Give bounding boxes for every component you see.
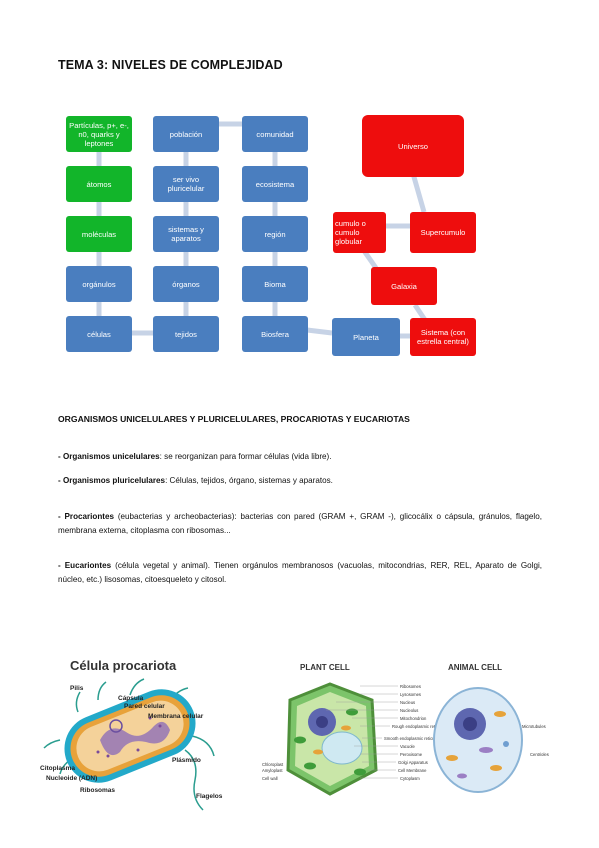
box-particulas-label: Partículas, p+, e-, n0, quarks y leptone… (69, 120, 129, 148)
box-universo-label: Universo (398, 141, 428, 151)
plant-cell-drawing (286, 682, 378, 796)
paragraph-text: : Células, tejidos, órgano, sistemas y a… (165, 476, 333, 485)
box-cumulo: cumulo o cumulo globular (333, 212, 386, 253)
label-ribosomas: Ribosomas (80, 787, 115, 794)
paragraph-label: - Organismos unicelulares (58, 452, 160, 461)
box-particulas: Partículas, p+, e-, n0, quarks y leptone… (66, 116, 132, 152)
box-poblacion-label: población (169, 129, 203, 139)
box-sistema-label: Sistema (con estrella central) (417, 328, 469, 346)
prokaryote-cell-drawing (43, 678, 215, 811)
label-citoplasma: Citoplasma (40, 765, 75, 772)
label-ribosomes: Ribosomes (400, 684, 421, 689)
label-mitochondrion: Mitochondrion (400, 716, 427, 721)
box-sistema: Sistema (con estrella central) (410, 318, 476, 356)
label-pilis: Pilis (70, 685, 84, 692)
box-ecosistema: ecosistema (242, 166, 308, 202)
box-biosfera: Biosfera (242, 316, 308, 352)
label-cytoplasm: Cytoplasm (400, 776, 420, 781)
box-region: región (242, 216, 308, 252)
box-cumulo-label: cumulo o cumulo globular (335, 219, 366, 246)
box-galaxia: Galaxia (371, 267, 437, 305)
box-ser-vivo-label: ser vivo pluricelular (167, 175, 205, 193)
box-bioma: Bioma (242, 266, 308, 302)
cell-illustrations: Célula procariota Pilis Cápsula Pared ce… (40, 658, 549, 811)
paragraph-text: (célula vegetal y animal). Tienen orgánu… (58, 561, 542, 584)
box-biosfera-label: Biosfera (261, 329, 289, 339)
box-organos-label: órganos (172, 279, 200, 289)
animal-cell-drawing (433, 687, 523, 793)
box-atomos-label: átomos (86, 179, 112, 189)
box-ecosistema-label: ecosistema (255, 179, 295, 189)
box-universo: Universo (362, 115, 464, 177)
box-tejidos: tejidos (153, 316, 219, 352)
box-organos: órganos (153, 266, 219, 302)
box-moleculas-label: moléculas (81, 229, 117, 239)
box-sistemas: sistemas y aparatos (153, 216, 219, 252)
paragraph-text: : se reorganizan para formar células (vi… (159, 452, 332, 461)
label-cell-wall: Cell wall (262, 776, 278, 781)
box-moleculas: moléculas (66, 216, 132, 252)
animal-cell-title: ANIMAL CELL (448, 663, 502, 672)
label-microtubules: Microtubules (522, 724, 546, 729)
box-planeta-label: Planeta (353, 332, 379, 342)
box-bioma-label: Bioma (264, 279, 286, 289)
page-title: TEMA 3: NIVELES DE COMPLEJIDAD (58, 58, 283, 72)
plant-cell-organelle-labels: Ribosomes Lysosomes Nucleus Nucleolus Mi… (384, 684, 448, 781)
plant-cell-title: PLANT CELL (300, 663, 350, 672)
label-chloroplast: Chloroplast (262, 762, 284, 767)
label-lysosomes: Lysosomes (400, 692, 421, 697)
label-capsula: Cápsula (118, 695, 144, 702)
label-rough-er: Rough endoplasmic reticulum (392, 724, 448, 729)
box-planeta: Planeta (332, 318, 400, 356)
label-golgi: Golgi Apparatus (398, 760, 428, 765)
label-smooth-er: Smooth endoplasmic reticulum (384, 736, 442, 741)
section-title: ORGANISMOS UNICELULARES Y PLURICELULARES… (58, 414, 410, 424)
box-organulos: orgánulos (66, 266, 132, 302)
label-pared: Pared celular (124, 703, 165, 710)
box-organulos-label: orgánulos (82, 279, 116, 289)
paragraph-pluricelulares: - Organismos pluricelulares: Células, te… (58, 474, 542, 488)
paragraph-label: - Eucariontes (58, 561, 112, 570)
box-celulas-label: células (87, 329, 111, 339)
box-tejidos-label: tejidos (175, 329, 197, 339)
paragraph-label: - Organismos pluricelulares (58, 476, 166, 485)
box-celulas: células (66, 316, 132, 352)
box-comunidad-label: comunidad (256, 129, 294, 139)
paragraph-eucariontes: - Eucariontes (célula vegetal y animal).… (58, 559, 542, 587)
paragraph-procariontes: - Procariontes (eubacterias y archeobact… (58, 510, 542, 538)
label-vacuole: Vacuole (400, 744, 415, 749)
paragraph-label: - Procariontes (58, 512, 115, 521)
box-comunidad: comunidad (242, 116, 308, 152)
label-plasmido: Plásmido (172, 757, 201, 764)
box-sistemas-label: sistemas y aparatos (168, 225, 204, 243)
box-atomos: átomos (66, 166, 132, 202)
box-galaxia-label: Galaxia (391, 281, 417, 291)
label-membrana: Membrana celular (148, 713, 204, 720)
label-amyloplast: Amyloplast (262, 768, 283, 773)
box-region-label: región (264, 229, 286, 239)
label-nucleus: Nucleus (400, 700, 415, 705)
label-nucleolus: Nucleolus (400, 708, 418, 713)
label-cell-membrane: Cell Membrane (398, 768, 427, 773)
label-nucleoide: Nucleoide (ADN) (46, 775, 97, 782)
label-peroxisome: Peroxisome (400, 752, 423, 757)
prokaryote-title: Célula procariota (70, 658, 177, 673)
paragraph-unicelulares: - Organismos unicelulares: se reorganiza… (58, 450, 542, 464)
box-supercumulo: Supercumulo (410, 212, 476, 253)
paragraph-text: (eubacterias y archeobacterias): bacteri… (58, 512, 542, 535)
box-ser-vivo: ser vivo pluricelular (153, 166, 219, 202)
label-flagelos: Flagelos (196, 793, 223, 800)
box-supercumulo-label: Supercumulo (420, 228, 466, 237)
box-poblacion: población (153, 116, 219, 152)
label-centrioles: Centrioles (530, 752, 549, 757)
